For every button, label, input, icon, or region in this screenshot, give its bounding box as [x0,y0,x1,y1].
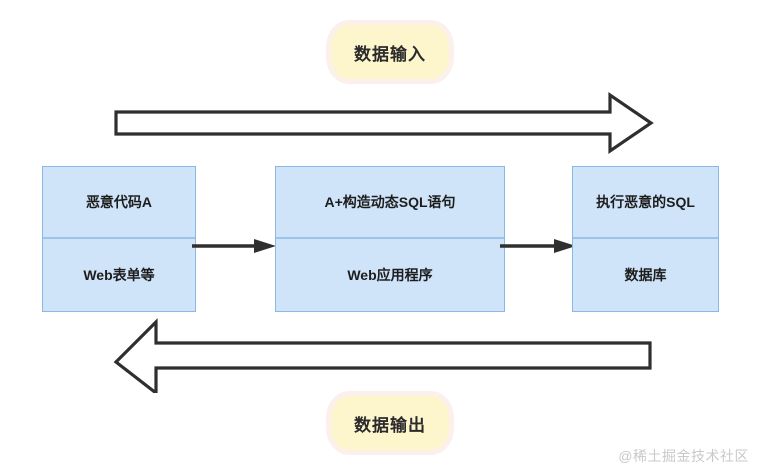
process-box-1-top: 恶意代码A [43,167,195,239]
badge-data-input-label: 数据输入 [354,44,426,64]
badge-data-output: 数据输出 [331,396,449,450]
process-box-2: A+构造动态SQL语句 Web应用程序 [275,166,505,312]
connector-arrow-2 [500,239,576,253]
flow-arrow-left-shape [113,318,652,393]
flow-arrow-right-shape [114,91,654,155]
process-box-1: 恶意代码A Web表单等 [42,166,196,312]
process-box-3-bottom: 数据库 [624,267,667,283]
process-box-2-bottom: Web应用程序 [347,267,433,283]
flow-arrow-right-input [114,91,654,155]
badge-data-output-label: 数据输出 [354,415,426,435]
process-box-3-top: 执行恶意的SQL [573,167,718,239]
badge-data-input: 数据输入 [331,25,449,79]
process-box-1-bottom: Web表单等 [83,267,155,283]
flow-arrow-left-output [113,318,652,393]
process-box-3: 执行恶意的SQL 数据库 [572,166,719,312]
process-box-2-top: A+构造动态SQL语句 [276,167,504,239]
connector-arrow-1-head [254,239,276,253]
connector-arrow-1 [192,239,276,253]
watermark-label: @稀土掘金技术社区 [618,448,749,464]
connector-arrow-2-head [554,239,576,253]
